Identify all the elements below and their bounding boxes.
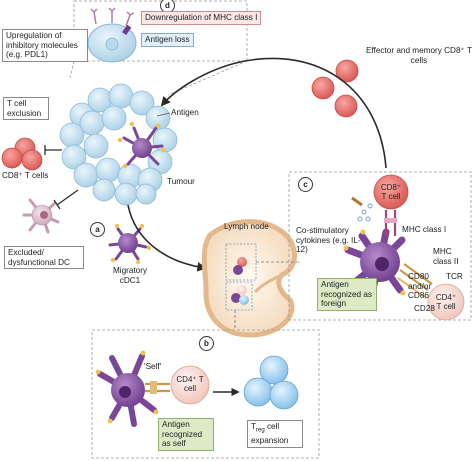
- panel-badge-c: c: [298, 177, 313, 192]
- tcr-label: TCR: [446, 272, 463, 281]
- effector-cells-label: Effector and memory CD8⁺ T cells: [366, 46, 472, 65]
- excluded-dendritic-cell: [22, 198, 60, 234]
- panel-c-cd8-t-cell: [373, 174, 409, 210]
- self-label: 'Self': [144, 362, 162, 371]
- excluded-dc-label: Excluded/ dysfunctional DC: [4, 246, 84, 269]
- treg-sub: reg: [256, 427, 265, 434]
- panel-b-frame: [91, 329, 320, 459]
- migratory-dendritic-cell: [108, 223, 152, 265]
- effector-t-cells: [311, 59, 359, 118]
- cytokine-dots: [351, 196, 373, 222]
- panel-c-cd4-t-cell: [427, 283, 465, 321]
- downregulation-label: Downregulation of MHC class I: [141, 11, 262, 25]
- treg-rest: cell expansion: [251, 422, 289, 446]
- upregulation-label: Upregulation of inhibitory molecules (e.…: [2, 29, 88, 62]
- t-cell-exclusion-label: T cell exclusion: [3, 97, 49, 120]
- excluded-t-cells: [1, 137, 43, 171]
- mhc-class-i-label: MHC class I: [402, 225, 447, 234]
- treg-expansion-label: Treg cell expansion: [247, 420, 303, 448]
- treg-cells: [243, 355, 299, 410]
- panel-c-tcr-mhc-ii: [397, 263, 433, 299]
- panel-b-receptor: [145, 381, 170, 394]
- tumour-mass: [59, 83, 178, 206]
- panel-c-mhc-i: [384, 210, 397, 236]
- return-arrow: [160, 57, 387, 169]
- panel-badge-a: a: [90, 222, 105, 237]
- antigen-self-label: Antigen recognized as self: [158, 418, 214, 451]
- lymph-node: [201, 219, 297, 338]
- panel-b-cd4-t-cell: [170, 365, 210, 405]
- tumour-cell-d: [87, 7, 137, 63]
- antigen-label: Antigen: [171, 108, 199, 117]
- migratory-cdc1-label: Migratory cDC1: [112, 266, 148, 285]
- dc-inhibit-line: [53, 189, 79, 210]
- panel-c-cd4-label: CD4⁺ T cell: [435, 293, 457, 311]
- panel-b-cd4-label: CD4⁺ T cell: [176, 375, 204, 393]
- tumour-label: Tumour: [167, 177, 195, 186]
- migration-arrow: [127, 204, 207, 272]
- panel-c-frame: [288, 171, 472, 321]
- panel-badge-b: b: [199, 336, 214, 351]
- tumour-dendritic-cell: [117, 121, 166, 169]
- cd28-label: CD28: [414, 304, 435, 313]
- cd80-cd86-label: CD80 and/or CD86: [408, 272, 432, 300]
- panel-b-dendritic-cell: [95, 350, 159, 427]
- cd8-t-cells-label: CD8⁺ T cells: [2, 171, 49, 180]
- costim-cytokines-label: Co-stimulatory cytokines (e.g. IL-12): [296, 226, 361, 254]
- antigen-foreign-label: Antigen recognized as foreign: [317, 278, 377, 311]
- treg-t: T: [251, 422, 257, 431]
- panel-c-dendritic-cell: [343, 228, 406, 296]
- lymph-node-label: Lymph node: [224, 222, 269, 231]
- antigen-loss-label: Antigen loss: [141, 33, 194, 47]
- antigen-pointer: [156, 112, 171, 117]
- panel-c-cd8-label: CD8⁺ T cell: [380, 183, 402, 201]
- exclusion-inhibit-line: [44, 145, 62, 155]
- mhc-class-ii-label: MHC class II: [433, 247, 459, 266]
